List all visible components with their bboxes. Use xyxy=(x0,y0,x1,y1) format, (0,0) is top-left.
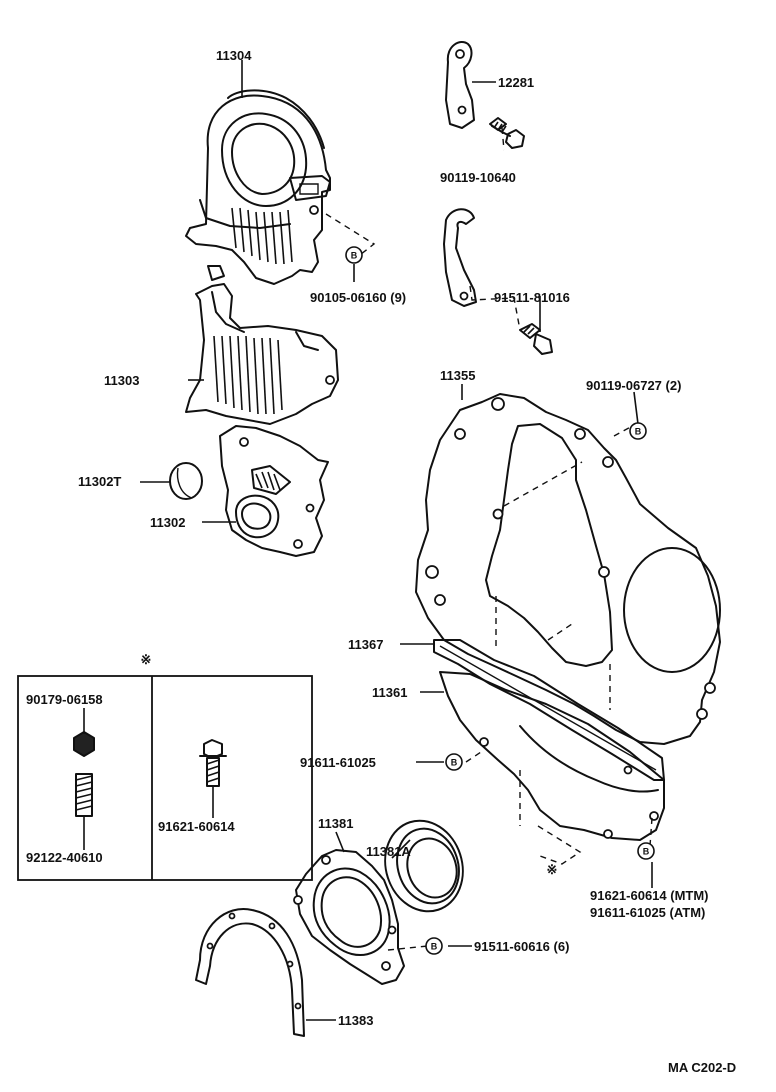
asterisk-mark-box: ※ xyxy=(141,652,152,667)
label-91611-61025: 91611-61025 xyxy=(300,755,376,770)
part-11303-timing-cover-middle xyxy=(185,265,339,425)
circle-b-91621-mtm: B xyxy=(637,842,655,860)
svg-text:B: B xyxy=(351,251,358,261)
part-12281-bracket xyxy=(445,41,475,129)
label-11302T: 11302T xyxy=(78,474,121,489)
part-90119-10640-bolt xyxy=(489,117,525,149)
part-11367-seal-strip xyxy=(433,639,665,781)
label-11381: 11381 xyxy=(318,816,353,831)
circle-b-91611: B xyxy=(445,753,463,771)
circle-b-91511-60616: B xyxy=(425,937,443,955)
svg-text:B: B xyxy=(451,758,458,768)
part-11304-upper-timing-cover xyxy=(185,89,331,285)
label-11303: 11303 xyxy=(104,373,139,388)
leader-lines xyxy=(140,60,653,1021)
label-92122-40610: 92122-40610 xyxy=(26,850,103,865)
circle-b-90119-06727: B xyxy=(629,422,647,440)
part-90179-06158-nut xyxy=(73,708,95,757)
svg-text:B: B xyxy=(643,847,650,857)
label-90179-06158: 90179-06158 xyxy=(26,692,103,707)
label-90119-10640: 90119-10640 xyxy=(440,170,516,185)
part-11355-end-plate xyxy=(415,393,721,745)
label-11355: 11355 xyxy=(440,368,475,383)
asterisk-mark-plate: ※ xyxy=(547,862,558,877)
svg-text:B: B xyxy=(635,427,642,437)
label-91511-81016: 91511-81016 xyxy=(494,290,570,305)
alignment-dashed-lines xyxy=(325,127,653,951)
label-11361: 11361 xyxy=(372,685,407,700)
label-91611-atm: 91611-61025 (ATM) xyxy=(590,905,705,920)
part-91511-81016-bolt xyxy=(519,323,553,355)
part-11383-gasket xyxy=(195,908,305,1037)
label-11367: 11367 xyxy=(348,637,383,652)
label-91511-60616: 91511-60616 (6) xyxy=(474,939,569,954)
part-11381A-oil-seal xyxy=(384,819,464,913)
label-11304: 11304 xyxy=(216,48,252,63)
part-11302T-plug xyxy=(169,462,203,500)
part-hook-bracket xyxy=(443,208,477,307)
diagram-code: MA C202-D xyxy=(668,1060,736,1075)
label-90105-06160: 90105-06160 (9) xyxy=(310,290,406,305)
label-11383: 11383 xyxy=(338,1013,373,1028)
part-11381-seal-retainer xyxy=(293,849,405,985)
label-90119-06727: 90119-06727 (2) xyxy=(586,378,681,393)
part-92122-40610-stud xyxy=(75,773,93,850)
label-91621-60614-box: 91621-60614 xyxy=(158,819,235,834)
inset-box xyxy=(17,675,313,881)
part-11302-timing-cover-lower xyxy=(219,425,329,557)
label-91621-mtm: 91621-60614 (MTM) xyxy=(590,888,709,903)
svg-text:B: B xyxy=(431,942,438,952)
part-91621-60614-bolt-box xyxy=(199,739,227,818)
label-12281: 12281 xyxy=(498,75,534,90)
label-11381A: 11381A xyxy=(366,844,411,859)
label-11302: 11302 xyxy=(150,515,185,530)
circle-b-90105: B xyxy=(345,246,363,264)
part-11361-lower-plate xyxy=(439,671,665,841)
